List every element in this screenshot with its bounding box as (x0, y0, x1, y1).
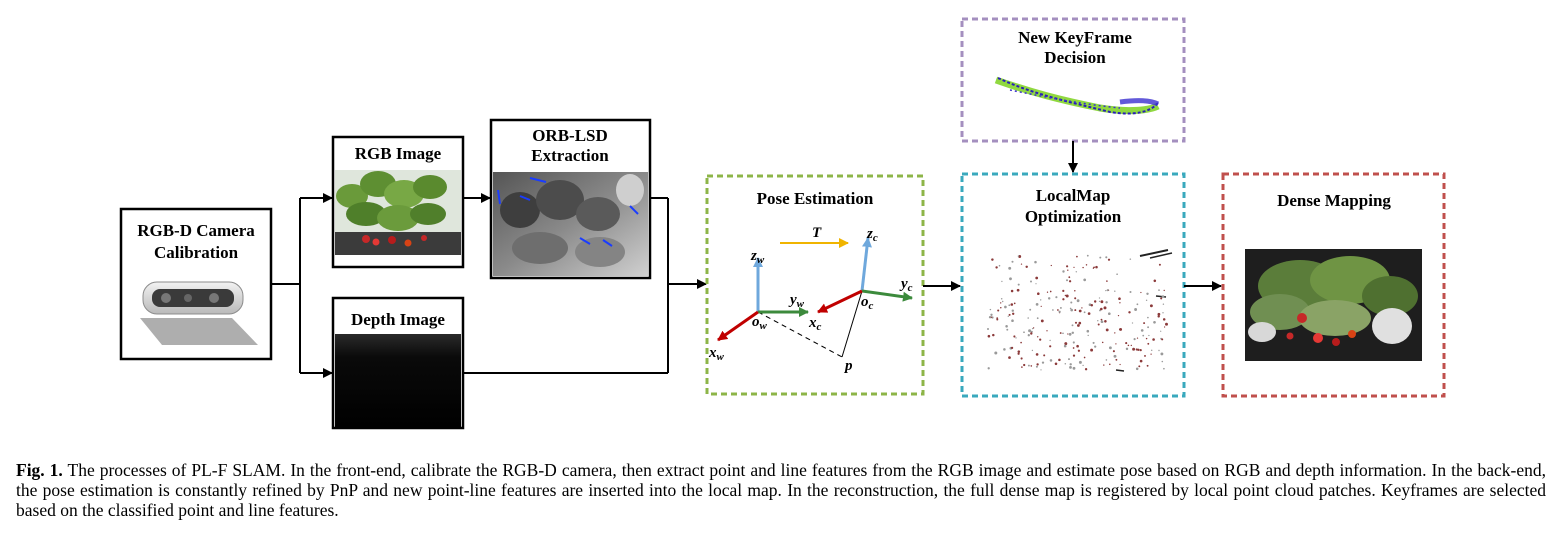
dense-mapping-box: Dense Mapping (1221, 172, 1446, 398)
camera-calibration-box: RGB-D Camera Calibration (119, 207, 273, 361)
keyframe-decision-box: New KeyFrame Decision (960, 17, 1186, 143)
figure-caption: Fig. 1. The processes of PL-F SLAM. In t… (16, 460, 1546, 520)
camera-calibration-title-line2: Calibration (154, 243, 239, 262)
keyframe-title-line1: New KeyFrame (1018, 28, 1132, 47)
orb-lsd-title-line2: Extraction (531, 146, 609, 165)
pose-coordinate-diagram: T zw yw xw ow zc yc xc oc p (708, 225, 913, 374)
figure-caption-text: The processes of PL-F SLAM. In the front… (16, 460, 1546, 520)
depth-map-photo (335, 334, 461, 427)
orb-lsd-title-line1: ORB-LSD (532, 126, 608, 145)
figure-caption-label: Fig. 1. (16, 460, 63, 480)
rgbd-camera-image (140, 281, 258, 345)
keyframe-trajectory-image (994, 76, 1160, 115)
localmap-title-line2: Optimization (1025, 207, 1122, 226)
orb-lsd-feature-photo (493, 172, 648, 276)
label-xc: xc (808, 315, 822, 333)
rgb-image-box: RGB Image (331, 135, 465, 269)
projection-line-camera (841, 290, 863, 358)
label-point-p: p (843, 358, 853, 374)
depth-image-title: Depth Image (351, 310, 445, 329)
label-yc: yc (899, 276, 913, 294)
localmap-title-line1: LocalMap (1036, 186, 1111, 205)
camera-z-axis (860, 237, 872, 292)
world-x-axis (717, 310, 759, 342)
dense-mapping-title: Dense Mapping (1277, 191, 1391, 210)
label-yw: yw (788, 292, 805, 310)
orb-lsd-box: ORB-LSD Extraction (489, 118, 652, 280)
camera-y-axis (861, 289, 913, 302)
camera-calibration-title-line1: RGB-D Camera (137, 221, 255, 240)
label-xw: xw (708, 345, 725, 363)
pose-estimation-box: Pose Estimation T zw yw xw ow zc yc xc (705, 174, 925, 396)
back-end-connectors (923, 141, 1222, 291)
front-end-connectors (271, 193, 707, 378)
translation-label: T (812, 225, 822, 241)
label-ow: ow (752, 314, 768, 332)
label-oc: oc (861, 294, 874, 312)
label-zc: zc (866, 226, 878, 244)
rgb-image-title: RGB Image (355, 144, 442, 163)
localmap-optimization-box: LocalMap Optimization (960, 172, 1186, 398)
pose-estimation-title: Pose Estimation (757, 189, 874, 208)
localmap-point-cloud-image (986, 249, 1173, 372)
keyframe-title-line2: Decision (1044, 48, 1106, 67)
depth-image-box: Depth Image (331, 296, 465, 430)
camera-x-axis (817, 289, 863, 314)
strawberry-rgb-photo (335, 170, 461, 255)
dense-map-reconstruction-image (1245, 249, 1422, 361)
projection-line-world (757, 311, 843, 358)
label-zw: zw (750, 248, 765, 266)
